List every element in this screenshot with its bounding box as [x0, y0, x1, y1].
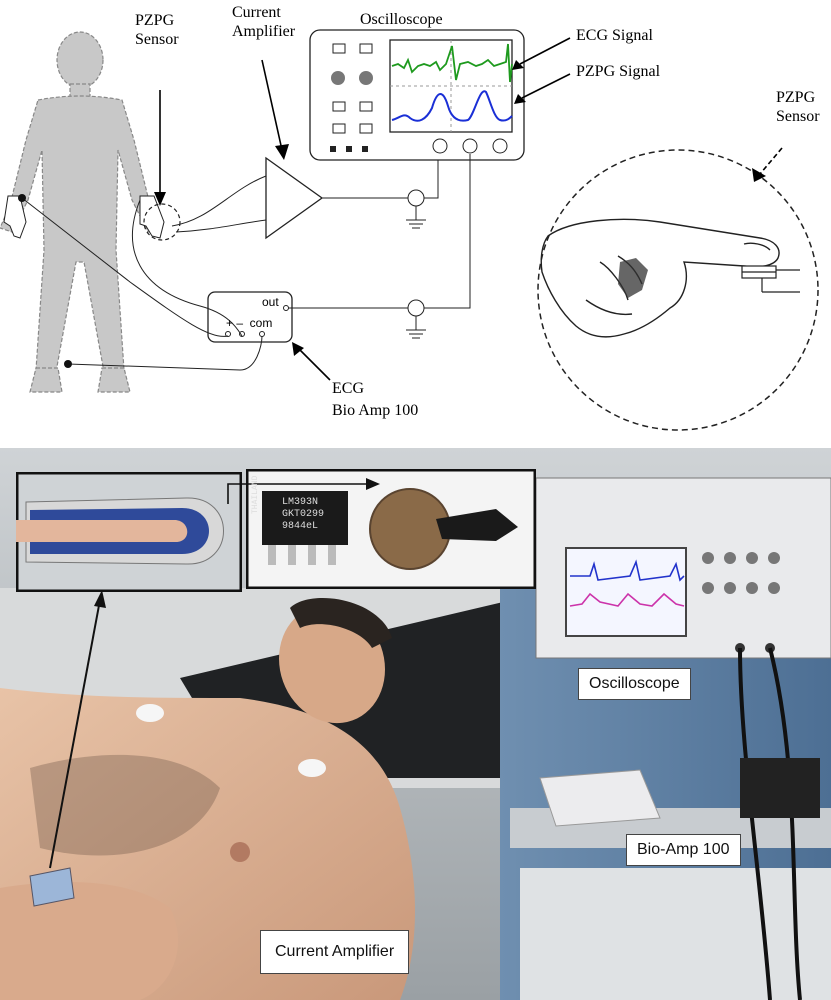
finger-closeup-circle [537, 149, 819, 431]
ecg-bioamp-label: ECG Bio Amp 100 [332, 380, 419, 419]
sensor-inset-left [16, 472, 242, 592]
current-amplifier-callout: Current Amplifier [260, 930, 410, 974]
oscilloscope-label: Oscilloscope [360, 11, 443, 28]
finger-knuckle-shading [618, 258, 648, 298]
right-hand-icon [139, 195, 165, 239]
bioamp-out-label: out [262, 295, 279, 309]
bioamp-inputs-label: + – com [226, 316, 273, 330]
chip-side-label: THAILAND [251, 475, 260, 514]
sensor-inset-right [246, 469, 536, 589]
chip-label-1: LM393N [282, 497, 319, 508]
photo-bioamp [539, 758, 820, 827]
oscilloscope-icon [309, 29, 525, 161]
inset-connector-arrow [227, 478, 380, 504]
pzpg-signal-label: PZPG Signal [576, 63, 661, 80]
chip-label-2: GKT0299 [282, 509, 325, 520]
chip-label-3: 9844eL [282, 521, 319, 532]
human-body-silhouette [0, 31, 161, 393]
bioamp-callout: Bio-Amp 100 [626, 834, 741, 866]
photo-oscilloscope [535, 477, 831, 659]
ecg-bioamp-box [207, 291, 293, 343]
pzpg-sensor-label: PZPG Sensor [135, 12, 179, 48]
pzpg-trace [391, 90, 513, 122]
pzpg-sensor-marker [143, 203, 181, 241]
current-amplifier-label: Current Amplifier [232, 4, 296, 40]
ground-symbol [406, 299, 426, 339]
oscilloscope-callout: Oscilloscope [578, 668, 691, 700]
ecg-trace [391, 43, 513, 83]
schematic-diagram [0, 29, 819, 431]
ecg-signal-label: ECG Signal [576, 27, 653, 44]
current-amplifier-symbol [265, 156, 324, 240]
lm393n-chip-icon [262, 491, 348, 545]
ground-symbol [406, 189, 426, 229]
closeup-sensor-icon [741, 265, 800, 293]
pzpg-sensor-closeup-label: PZPG Sensor [776, 89, 820, 125]
experimental-setup-photo: LM393N GKT0299 9844eL THAILAND Oscillosc… [0, 448, 831, 1000]
